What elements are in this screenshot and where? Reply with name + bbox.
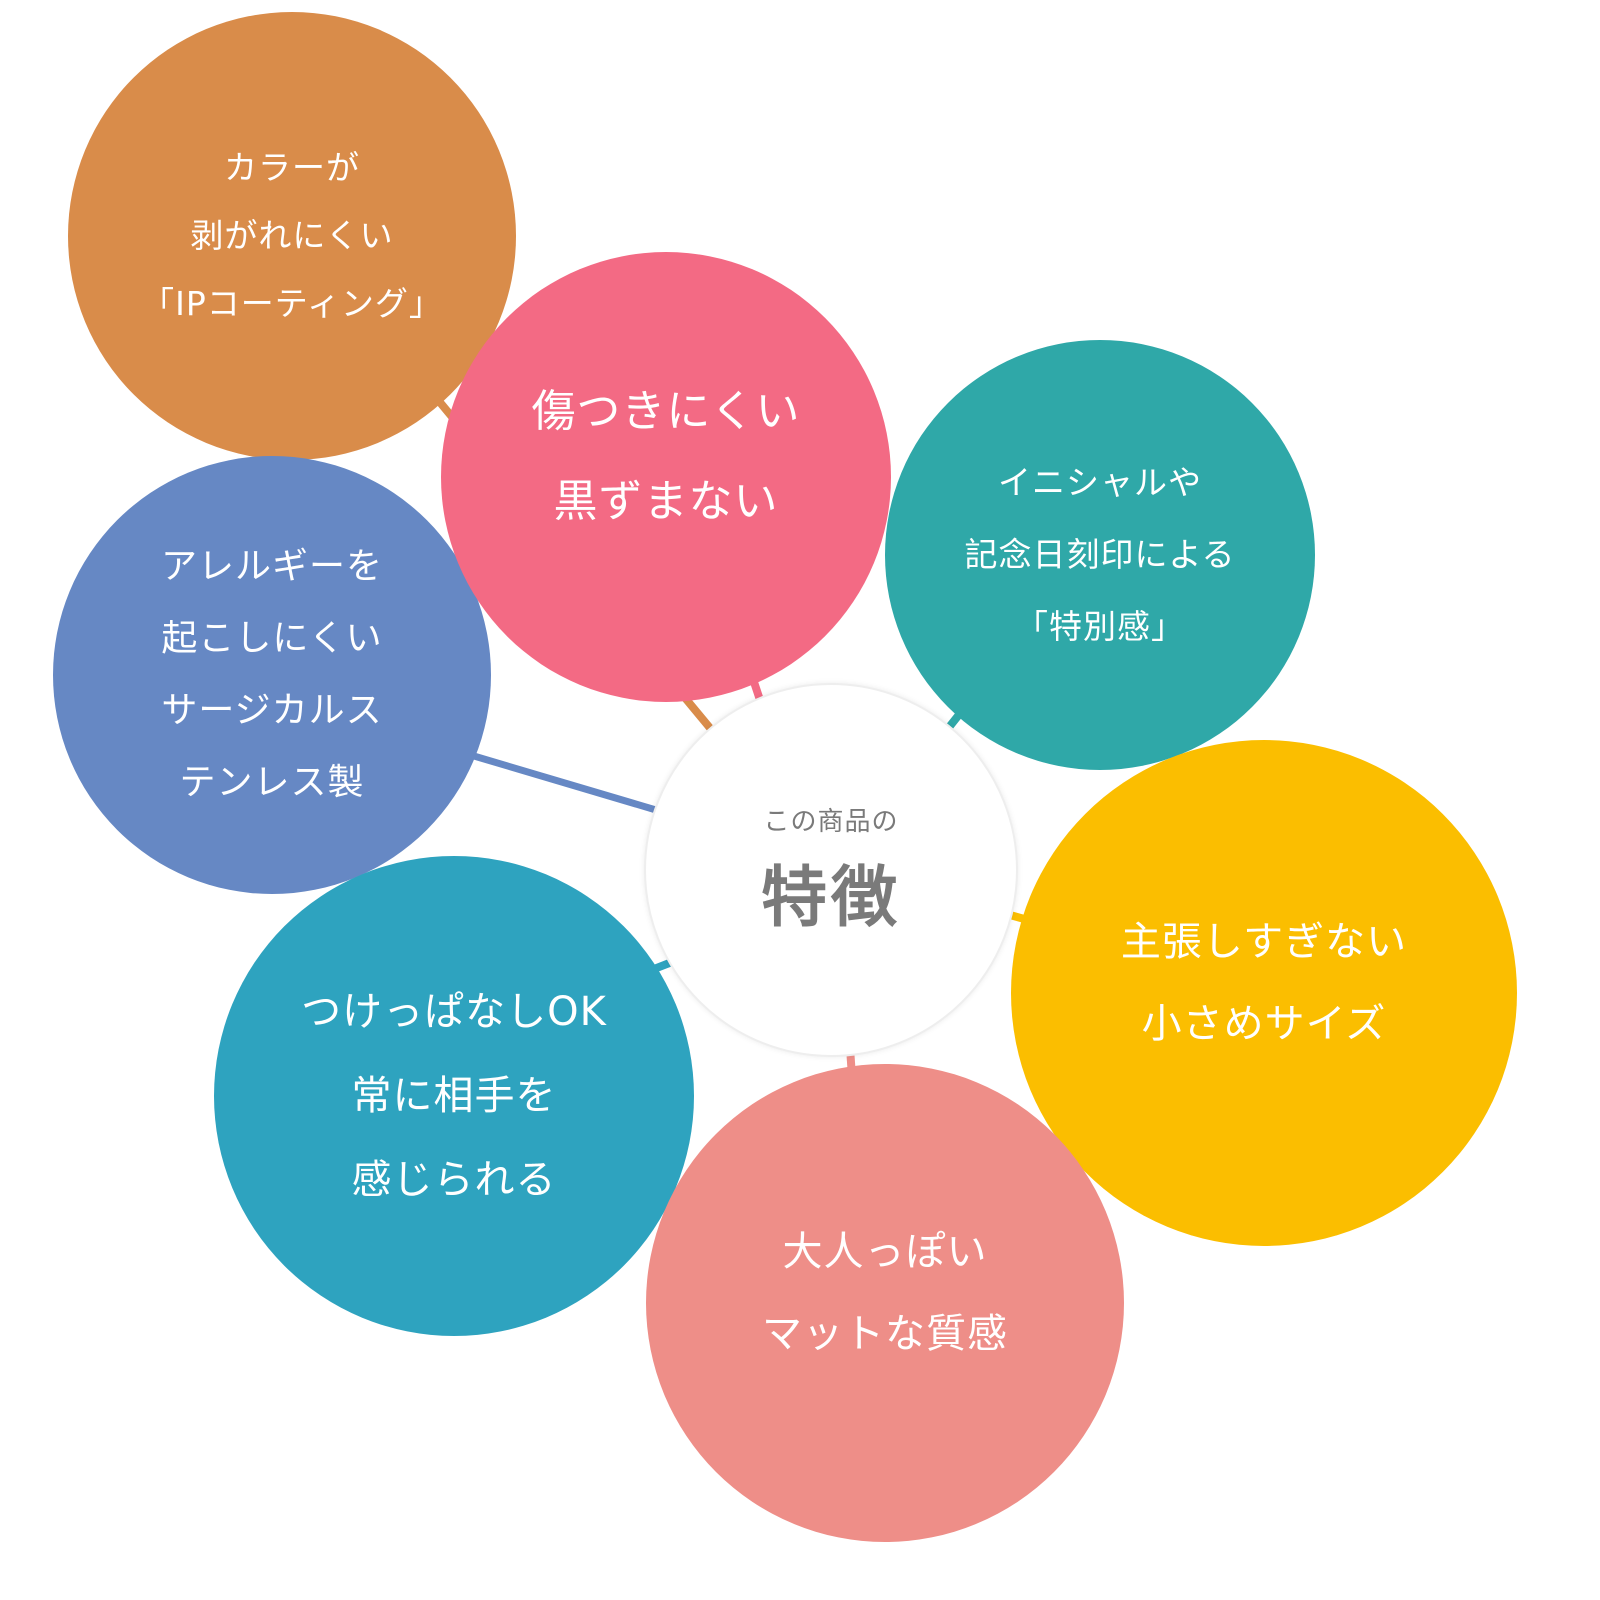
feature-line: 傷つきにくい [531,386,801,437]
feature-bubble-matte: 大人っぽい マットな質感 [646,1064,1124,1542]
feature-bubble-ok: つけっぱなしOK 常に相手を 感じられる [214,856,694,1336]
feature-line: 「特別感」 [1015,607,1185,646]
feature-bubble-initial: イニシャルや 記念日刻印による 「特別感」 [885,340,1315,770]
feature-bubble-allergy: アレルギーを 起こしにくい サージカルス テンレス製 [53,456,491,894]
feature-line: 剥がれにくい [190,216,394,255]
center-title: 特徴 [761,858,901,936]
feature-line: 記念日刻印による [964,535,1236,574]
feature-line: 大人っぽい [782,1229,988,1275]
feature-line: 「IPコーティング」 [141,284,443,323]
feature-line: サージカルス [161,690,383,731]
feature-line: マットな質感 [762,1311,1008,1357]
feature-line: 常に相手を [351,1073,557,1119]
feature-line: テンレス製 [179,762,365,803]
feature-line: 起こしにくい [161,618,383,659]
feature-line: つけっぱなしOK [301,989,607,1035]
feature-line: カラーが [224,148,360,187]
feature-bubble-size: 主張しすぎない 小さめサイズ [1011,740,1517,1246]
feature-line: 小さめサイズ [1141,1001,1387,1047]
feature-line: イニシャルや [998,463,1202,502]
feature-bubble-scratch: 傷つきにくい 黒ずまない [441,252,891,702]
feature-line: アレルギーを [160,546,383,587]
feature-line: 感じられる [351,1157,557,1203]
feature-line: 黒ずまない [553,476,779,527]
center-circle: この商品の 特徴 [644,683,1018,1057]
feature-line: 主張しすぎない [1120,919,1408,965]
center-subtitle: この商品の [763,806,899,837]
feature-bubble-coating: カラーが 剥がれにくい 「IPコーティング」 [68,12,516,460]
